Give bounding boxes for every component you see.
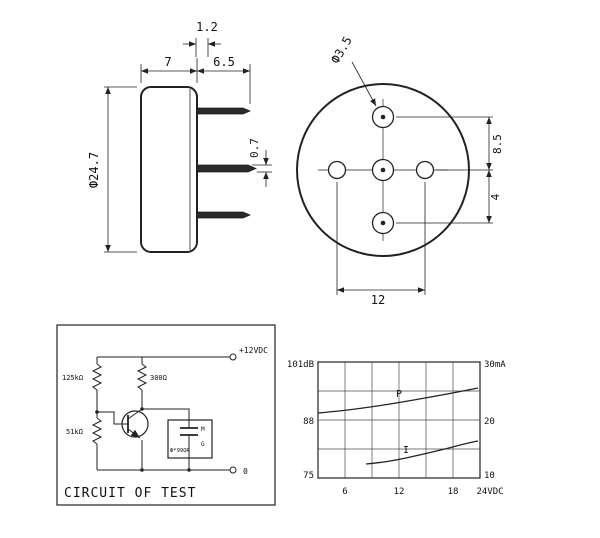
dim-pin-offset-label: 1.2	[196, 20, 218, 34]
base-wire	[97, 411, 128, 425]
hole-center-dot	[380, 167, 386, 173]
buzzer-body-side	[140, 86, 198, 253]
resistor-300	[136, 363, 148, 391]
ytick-right-20: 20	[484, 417, 495, 427]
spl-current-chart: P I 101dB 88 75 30mA 20 10 6 12 18 24VDC	[287, 360, 506, 497]
side-view: Ф24.7 7 6.5 1.2 0.7	[87, 20, 272, 253]
xtick-6: 6	[342, 487, 347, 497]
ytick-left-88: 88	[303, 417, 314, 427]
circuit-frame	[56, 324, 276, 506]
resistor-51k	[91, 417, 103, 445]
dim-diameter-label: Ф24.7	[87, 152, 101, 188]
dim-hole-diameter-label: Ф3.5	[328, 34, 355, 66]
series-p-label: P	[396, 389, 402, 400]
dim-bottom-pitch-label: 4	[489, 193, 502, 200]
ytick-left-75: 75	[303, 471, 314, 481]
pin-middle	[196, 164, 257, 173]
circuit-title: CIRCUIT OF TEST	[64, 486, 196, 501]
dim-pin-thickness-label: 0.7	[248, 138, 261, 158]
resistor-125k	[91, 363, 103, 391]
curve-i	[365, 440, 479, 465]
dim-body-width-label: 7	[164, 55, 171, 69]
supply-label: +12VDC	[239, 346, 268, 355]
dut-g-label: G	[201, 441, 205, 448]
dim-diameter-group: Ф24.7	[87, 86, 137, 253]
dim-pin-thickness-group: 0.7	[248, 138, 272, 187]
dut-top-wire	[142, 408, 190, 428]
dim-pin-length-group: 6.5	[197, 55, 251, 104]
hole-right	[415, 160, 435, 180]
supply-terminal	[229, 353, 237, 361]
front-view: Ф3.5 8.5 4 12	[296, 34, 504, 307]
dut-label: Ф*99QR	[170, 448, 191, 454]
dim-pin-length-label: 6.5	[213, 55, 235, 69]
dim-body-width-group: 7	[140, 55, 198, 83]
dim-horizontal-pitch-group: 12	[336, 182, 426, 307]
xtick-24vdc: 24VDC	[476, 487, 503, 497]
r3-label: 51kΩ	[66, 428, 83, 436]
series-i-label: I	[403, 445, 409, 456]
ground-terminal	[229, 466, 237, 474]
ytick-right-30: 30mA	[484, 360, 506, 370]
dim-horizontal-pitch-label: 12	[371, 293, 385, 307]
hole-top-center-dot	[380, 114, 386, 120]
ground-label: 0	[243, 467, 248, 476]
curve-p	[317, 387, 479, 414]
emitter-lead	[127, 428, 141, 439]
dim-pin-offset-group: 1.2	[183, 20, 221, 57]
pin-bottom	[196, 211, 252, 219]
dut-m-label: M	[201, 426, 205, 433]
dim-top-pitch-label: 8.5	[491, 134, 504, 154]
dut-outline	[167, 419, 213, 459]
hole-bottom-center-dot	[380, 220, 386, 226]
pin-top	[196, 107, 252, 115]
xtick-18: 18	[448, 487, 459, 497]
ytick-left-101: 101dB	[287, 360, 314, 370]
r1-label: 125kΩ	[62, 374, 83, 382]
collector-lead	[127, 408, 143, 420]
xtick-12: 12	[394, 487, 405, 497]
chart-grid	[318, 362, 480, 478]
dim-vertical-pitch-group: 8.5 4	[396, 116, 504, 224]
hole-left	[327, 160, 347, 180]
test-circuit: +12VDC 0 125kΩ 51kΩ 300Ω M G Ф*99	[56, 324, 276, 506]
ytick-right-10: 10	[484, 471, 495, 481]
r2-label: 300Ω	[150, 374, 167, 382]
